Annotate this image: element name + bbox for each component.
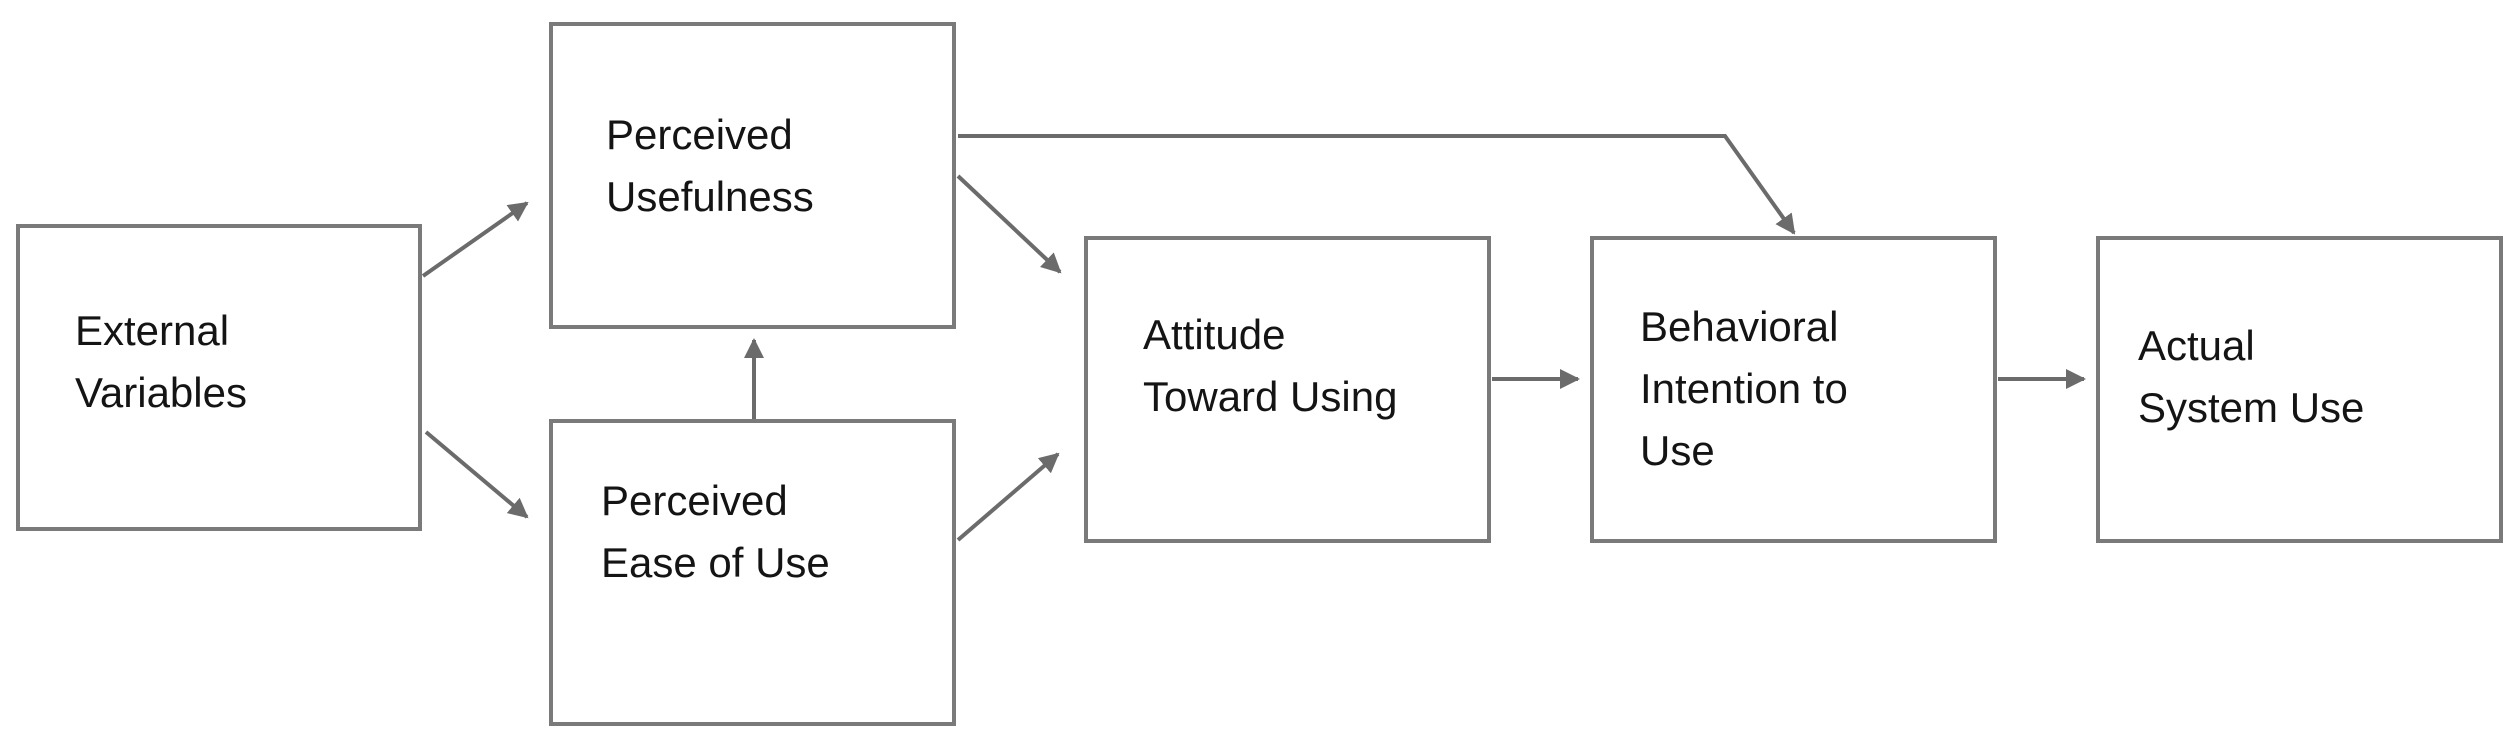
behavioral-intention-box: Behavioral Intention to Use	[1590, 236, 1997, 543]
external-variables-box: External Variables	[16, 224, 422, 531]
arrow-external-to-usefulness	[421, 201, 529, 278]
external-variables-label: External Variables	[75, 307, 247, 416]
actual-system-use-box: Actual System Use	[2096, 236, 2503, 543]
perceived-ease-of-use-box: Perceived Ease of Use	[549, 419, 956, 726]
actual-system-use-label: Actual System Use	[2138, 322, 2365, 431]
perceived-ease-of-use-label: Perceived Ease of Use	[601, 477, 830, 586]
attitude-toward-using-label: Attitude Toward Using	[1143, 311, 1398, 420]
perceived-usefulness-box: Perceived Usefulness	[549, 22, 956, 329]
attitude-toward-using-box: Attitude Toward Using	[1084, 236, 1491, 543]
perceived-usefulness-label: Perceived Usefulness	[606, 111, 814, 220]
arrow-ease-to-attitude	[956, 452, 1060, 542]
arrow-usefulness-to-intention	[958, 134, 1796, 235]
arrow-external-to-ease	[424, 430, 529, 519]
arrow-usefulness-to-attitude	[956, 174, 1062, 274]
behavioral-intention-label: Behavioral Intention to Use	[1640, 303, 1848, 474]
